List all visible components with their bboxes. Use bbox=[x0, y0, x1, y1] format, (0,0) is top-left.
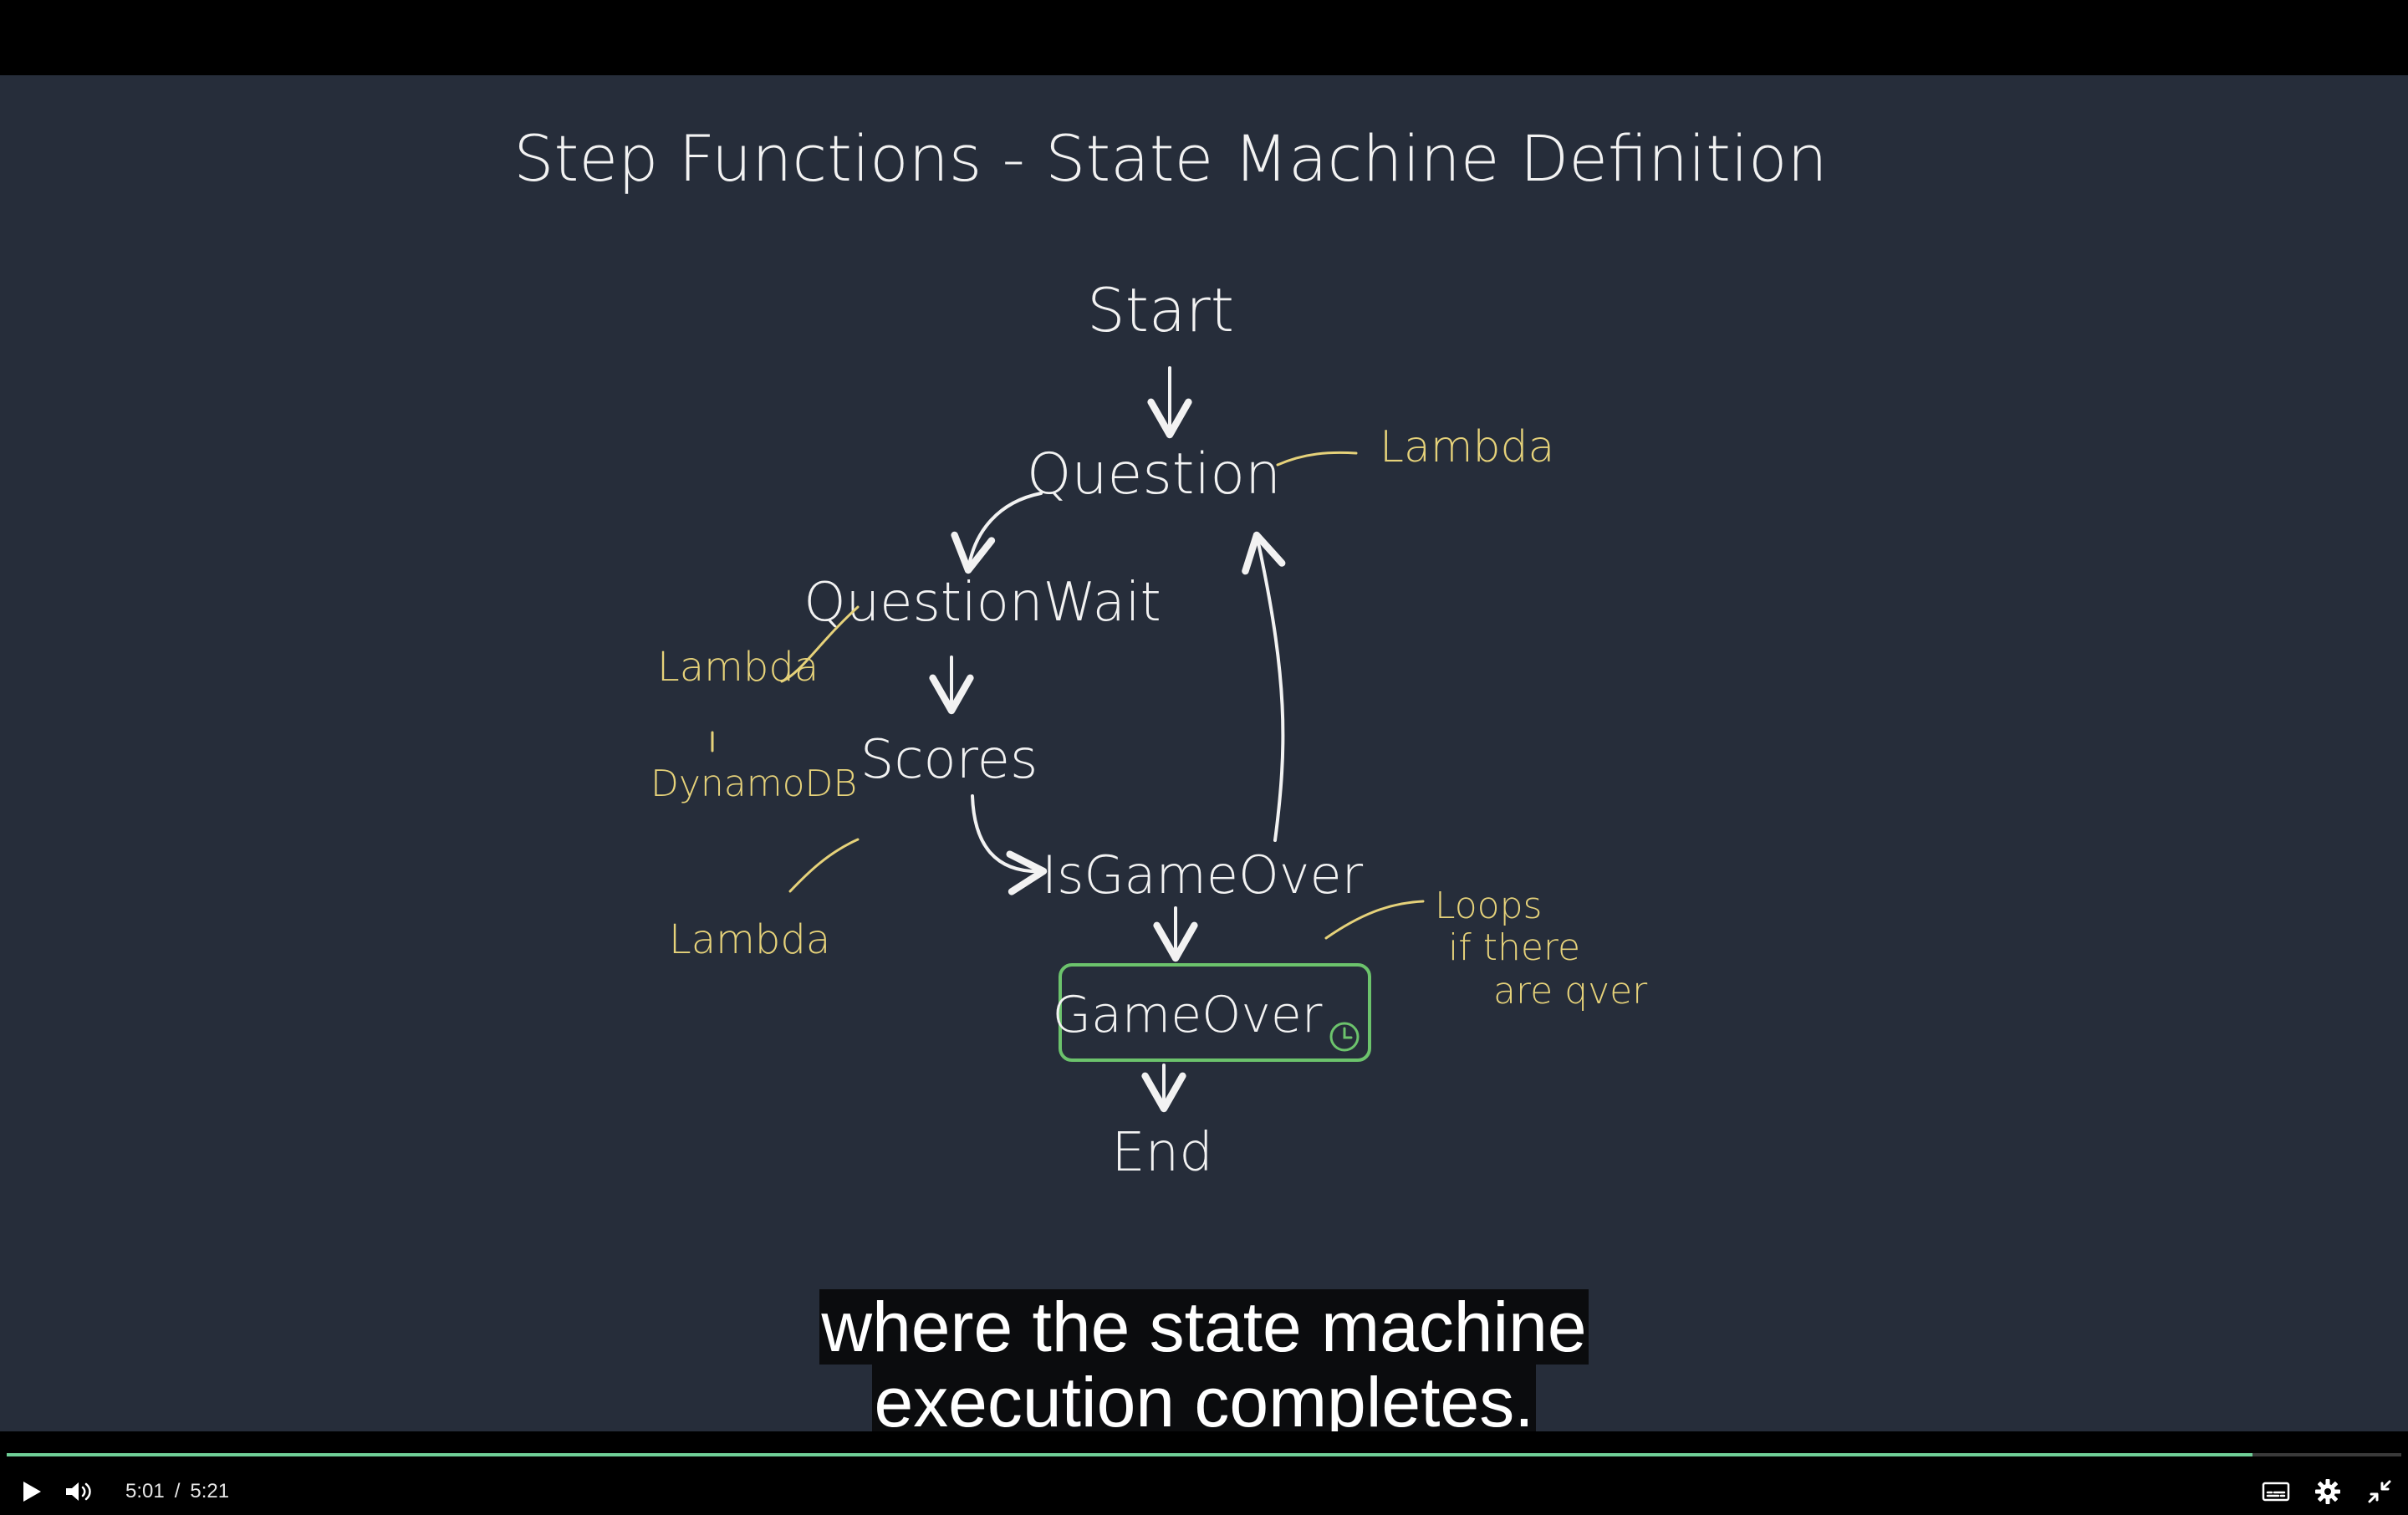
settings-button[interactable] bbox=[2304, 1468, 2351, 1515]
captions: where the state machine execution comple… bbox=[0, 1289, 2408, 1431]
clock-hands bbox=[1343, 1027, 1353, 1039]
progress-bar[interactable] bbox=[7, 1453, 2401, 1456]
time-display: 5:01 / 5:21 bbox=[125, 1473, 229, 1510]
note-question-lambda: Lambda bbox=[1380, 422, 1554, 472]
exit-fullscreen-button[interactable] bbox=[2356, 1468, 2403, 1515]
play-icon bbox=[20, 1479, 43, 1504]
note-question-wait-lambda: Lambda bbox=[657, 644, 819, 691]
leader-question-wait-lambda bbox=[780, 605, 860, 683]
note-question-wait-dynamodb: DynamoDB bbox=[650, 763, 857, 805]
progress-fill bbox=[7, 1453, 2252, 1456]
note-loops-1: Loops bbox=[1435, 885, 1542, 927]
caption-line-1: where the state machine bbox=[819, 1288, 1589, 1366]
state-is-game-over: IsGameOver bbox=[1042, 844, 1364, 905]
play-button[interactable] bbox=[8, 1468, 55, 1515]
top-letterbox bbox=[0, 0, 2408, 75]
state-end: End bbox=[1111, 1122, 1213, 1184]
game-over-box bbox=[1059, 963, 1371, 1062]
leader-loops bbox=[1324, 900, 1425, 940]
note-loops-3: are qver bbox=[1493, 970, 1648, 1013]
current-time: 5:01 bbox=[125, 1480, 165, 1502]
duration: 5:21 bbox=[190, 1480, 230, 1502]
state-start: Start bbox=[1087, 275, 1234, 345]
video-frame[interactable]: Step Functions - State Machine Definitio… bbox=[0, 75, 2408, 1431]
state-scores: Scores bbox=[860, 729, 1038, 791]
captions-icon bbox=[2262, 1481, 2290, 1502]
state-question-wait: QuestionWait bbox=[804, 572, 1161, 634]
caption-line-2: execution completes. bbox=[872, 1365, 1536, 1431]
captions-button[interactable] bbox=[2252, 1468, 2299, 1515]
leader-question-lambda bbox=[1276, 451, 1358, 467]
arrow-is-game-over-loop-to-question bbox=[1242, 531, 1286, 842]
note-loops-2: if there bbox=[1448, 926, 1580, 969]
state-question: Question bbox=[1027, 441, 1281, 508]
diagram-title: Step Functions - State Machine Definitio… bbox=[513, 121, 1827, 196]
volume-button[interactable] bbox=[55, 1468, 102, 1515]
clock-icon bbox=[1329, 1022, 1360, 1052]
time-separator: / bbox=[174, 1480, 181, 1502]
whiteboard-diagram: Step Functions - State Machine Definitio… bbox=[513, 121, 1827, 1184]
arrow-question-to-question-wait bbox=[951, 492, 1043, 574]
note-scores-lambda: Lambda bbox=[669, 916, 830, 963]
exit-fullscreen-icon bbox=[2367, 1479, 2392, 1504]
arrow-scores-to-is-game-over bbox=[971, 794, 1048, 895]
state-game-over: GameOver bbox=[1053, 986, 1323, 1044]
volume-icon bbox=[64, 1479, 94, 1504]
gear-icon bbox=[2314, 1478, 2341, 1505]
leader-scores-lambda bbox=[788, 838, 860, 893]
player-controls: 5:01 / 5:21 bbox=[0, 1431, 2408, 1505]
